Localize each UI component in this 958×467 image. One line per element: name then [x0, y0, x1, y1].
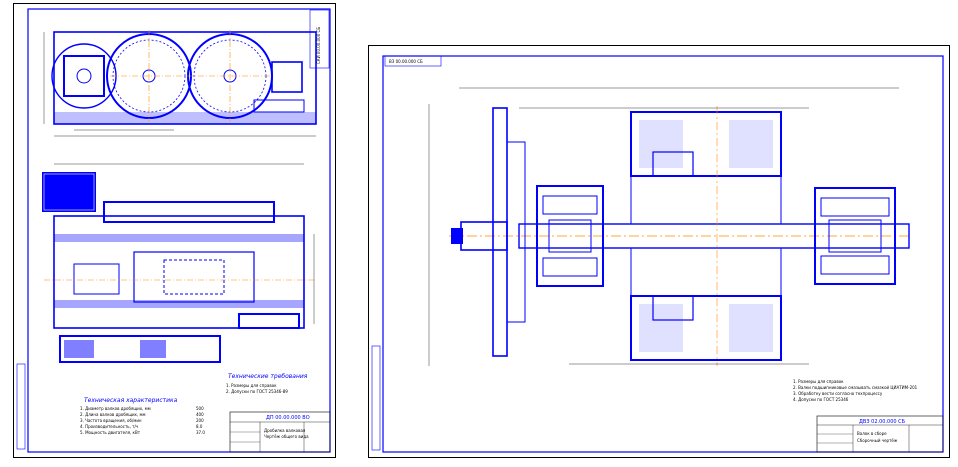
- side-stamp: [371, 345, 381, 451]
- motor-plate: [73, 263, 120, 295]
- spring-pack-plan: [238, 313, 300, 329]
- title-block-doc-type: Сборочный чертёж: [857, 438, 898, 443]
- tech-requirement-1: 1. Размеры для справок: [226, 383, 277, 388]
- side-stamp: [16, 363, 26, 450]
- crusher-plan-view: [42, 163, 315, 363]
- gear-hub: [506, 141, 526, 323]
- title-block-code: ДВЗ 02.00.000 СБ: [859, 419, 906, 425]
- crusher-housing: [53, 31, 317, 125]
- motor-outline: [43, 173, 95, 211]
- roll-section-hatch-2: [729, 120, 773, 168]
- tech-row-5-value: 37.0: [196, 430, 205, 435]
- upper-shaft-line: [54, 234, 304, 242]
- corner-stamp-code: ВЗ 00.00.000 СБ: [389, 59, 423, 64]
- roll-web-top: [630, 175, 782, 225]
- spring-housing: [271, 61, 303, 93]
- pulley-hub: [76, 68, 92, 84]
- roll-assembly-drawing: ВЗ 00.00.000 СБ: [371, 55, 944, 453]
- adjust-rail: [253, 99, 305, 113]
- right-bearing-sleeve: [828, 219, 882, 253]
- left-title-block: ДП 00.00.000 ВО Дробилка валковая Чертёж…: [229, 411, 331, 453]
- left-bearing-sleeve: [548, 219, 592, 253]
- roll-bolt-top: [652, 151, 694, 177]
- bottom-bearing-left: [64, 340, 94, 358]
- sheet-frame: [27, 8, 331, 453]
- tech-row-4-value: 8.0: [196, 424, 203, 429]
- tech-row-1-value: 500: [196, 406, 204, 411]
- assembly-note-1: 1. Размеры для справок: [793, 379, 844, 384]
- sheet-frame: [382, 55, 944, 453]
- lower-shaft-line: [54, 300, 304, 308]
- tech-requirements-title: Технические требования: [228, 373, 308, 380]
- pulley-bearing-block: [63, 55, 105, 97]
- roll-section-hatch-4: [729, 304, 773, 352]
- title-block-name: Дробилка валковая: [264, 428, 306, 433]
- right-title-block: ДВЗ 02.00.000 СБ Валок в сборе Сборочный…: [816, 415, 944, 453]
- tech-requirements-block: Технические требования 1. Размеры для сп…: [226, 373, 308, 394]
- right-bearing-bottom: [820, 255, 890, 275]
- electric-motor: [42, 172, 96, 212]
- frame-plan: [53, 215, 305, 329]
- tech-characteristics-title: Техническая характеристика: [84, 397, 178, 404]
- gear-disc: [492, 107, 508, 357]
- tech-row-1-label: 1. Диаметр валков дробящих, мм: [80, 406, 151, 411]
- hopper-opening: [133, 251, 255, 303]
- general-view-sheet: СКИ 00.00.000 СБ: [13, 3, 336, 458]
- shaft-end-key: [451, 228, 463, 244]
- bottom-bearing-center: [140, 340, 166, 358]
- tech-requirement-2: 2. Допуски по ГОСТ 25346-89: [226, 389, 288, 394]
- general-view-drawing: СКИ 00.00.000 СБ: [16, 8, 331, 453]
- tech-row-4-label: 4. Производительность, т/ч: [80, 424, 138, 429]
- corner-stamp: [309, 9, 330, 69]
- crusher-base: [54, 112, 316, 124]
- crusher-front-view: [43, 30, 317, 137]
- assembly-note-3: 3. Обработку вести согласно техпроцессу: [793, 391, 883, 396]
- title-block-name: Валок в сборе: [857, 431, 887, 436]
- assembly-note-2: 2. Валки подшипниковые смазывать смазкой…: [793, 385, 918, 390]
- tech-row-2-value: 400: [196, 412, 204, 417]
- tech-row-5-label: 5. Мощность двигателя, кВт: [80, 430, 141, 435]
- right-bearing-top: [820, 197, 890, 217]
- tech-characteristics-block: Техническая характеристика 1. Диаметр ва…: [80, 397, 205, 435]
- belt-guard: [103, 201, 275, 223]
- title-block-code: ДП 00.00.000 ВО: [266, 415, 310, 421]
- left-bearing-top: [542, 195, 598, 215]
- tech-row-3-value: 200: [196, 418, 204, 423]
- roll-section-hatch-1: [639, 120, 683, 168]
- corner-stamp: [384, 55, 442, 67]
- right-bearing-housing: [814, 187, 896, 285]
- roll-assembly-sheet: ВЗ 00.00.000 СБ: [368, 45, 950, 458]
- left-bearing-bottom: [542, 257, 598, 277]
- roll-section-hatch-3: [639, 304, 683, 352]
- roll-bolt-bottom: [652, 295, 694, 321]
- roll-web-bottom: [630, 247, 782, 297]
- tech-row-3-label: 3. Частота вращения, об/мин: [80, 418, 142, 423]
- corner-stamp-code: СКИ 00.00.000 СБ: [316, 27, 321, 64]
- left-bearing-housing: [536, 185, 604, 287]
- assembly-notes: 1. Размеры для справок 2. Валки подшипни…: [793, 379, 918, 402]
- assembly-note-4: 4. Допуски по ГОСТ 25346: [793, 397, 849, 402]
- tech-row-2-label: 2. Длина валков дробящих, мм: [80, 412, 146, 417]
- roll-gap-area: [163, 259, 225, 295]
- title-block-doc-type: Чертёж общего вида: [264, 434, 309, 439]
- bottom-bearing-section: [59, 335, 221, 363]
